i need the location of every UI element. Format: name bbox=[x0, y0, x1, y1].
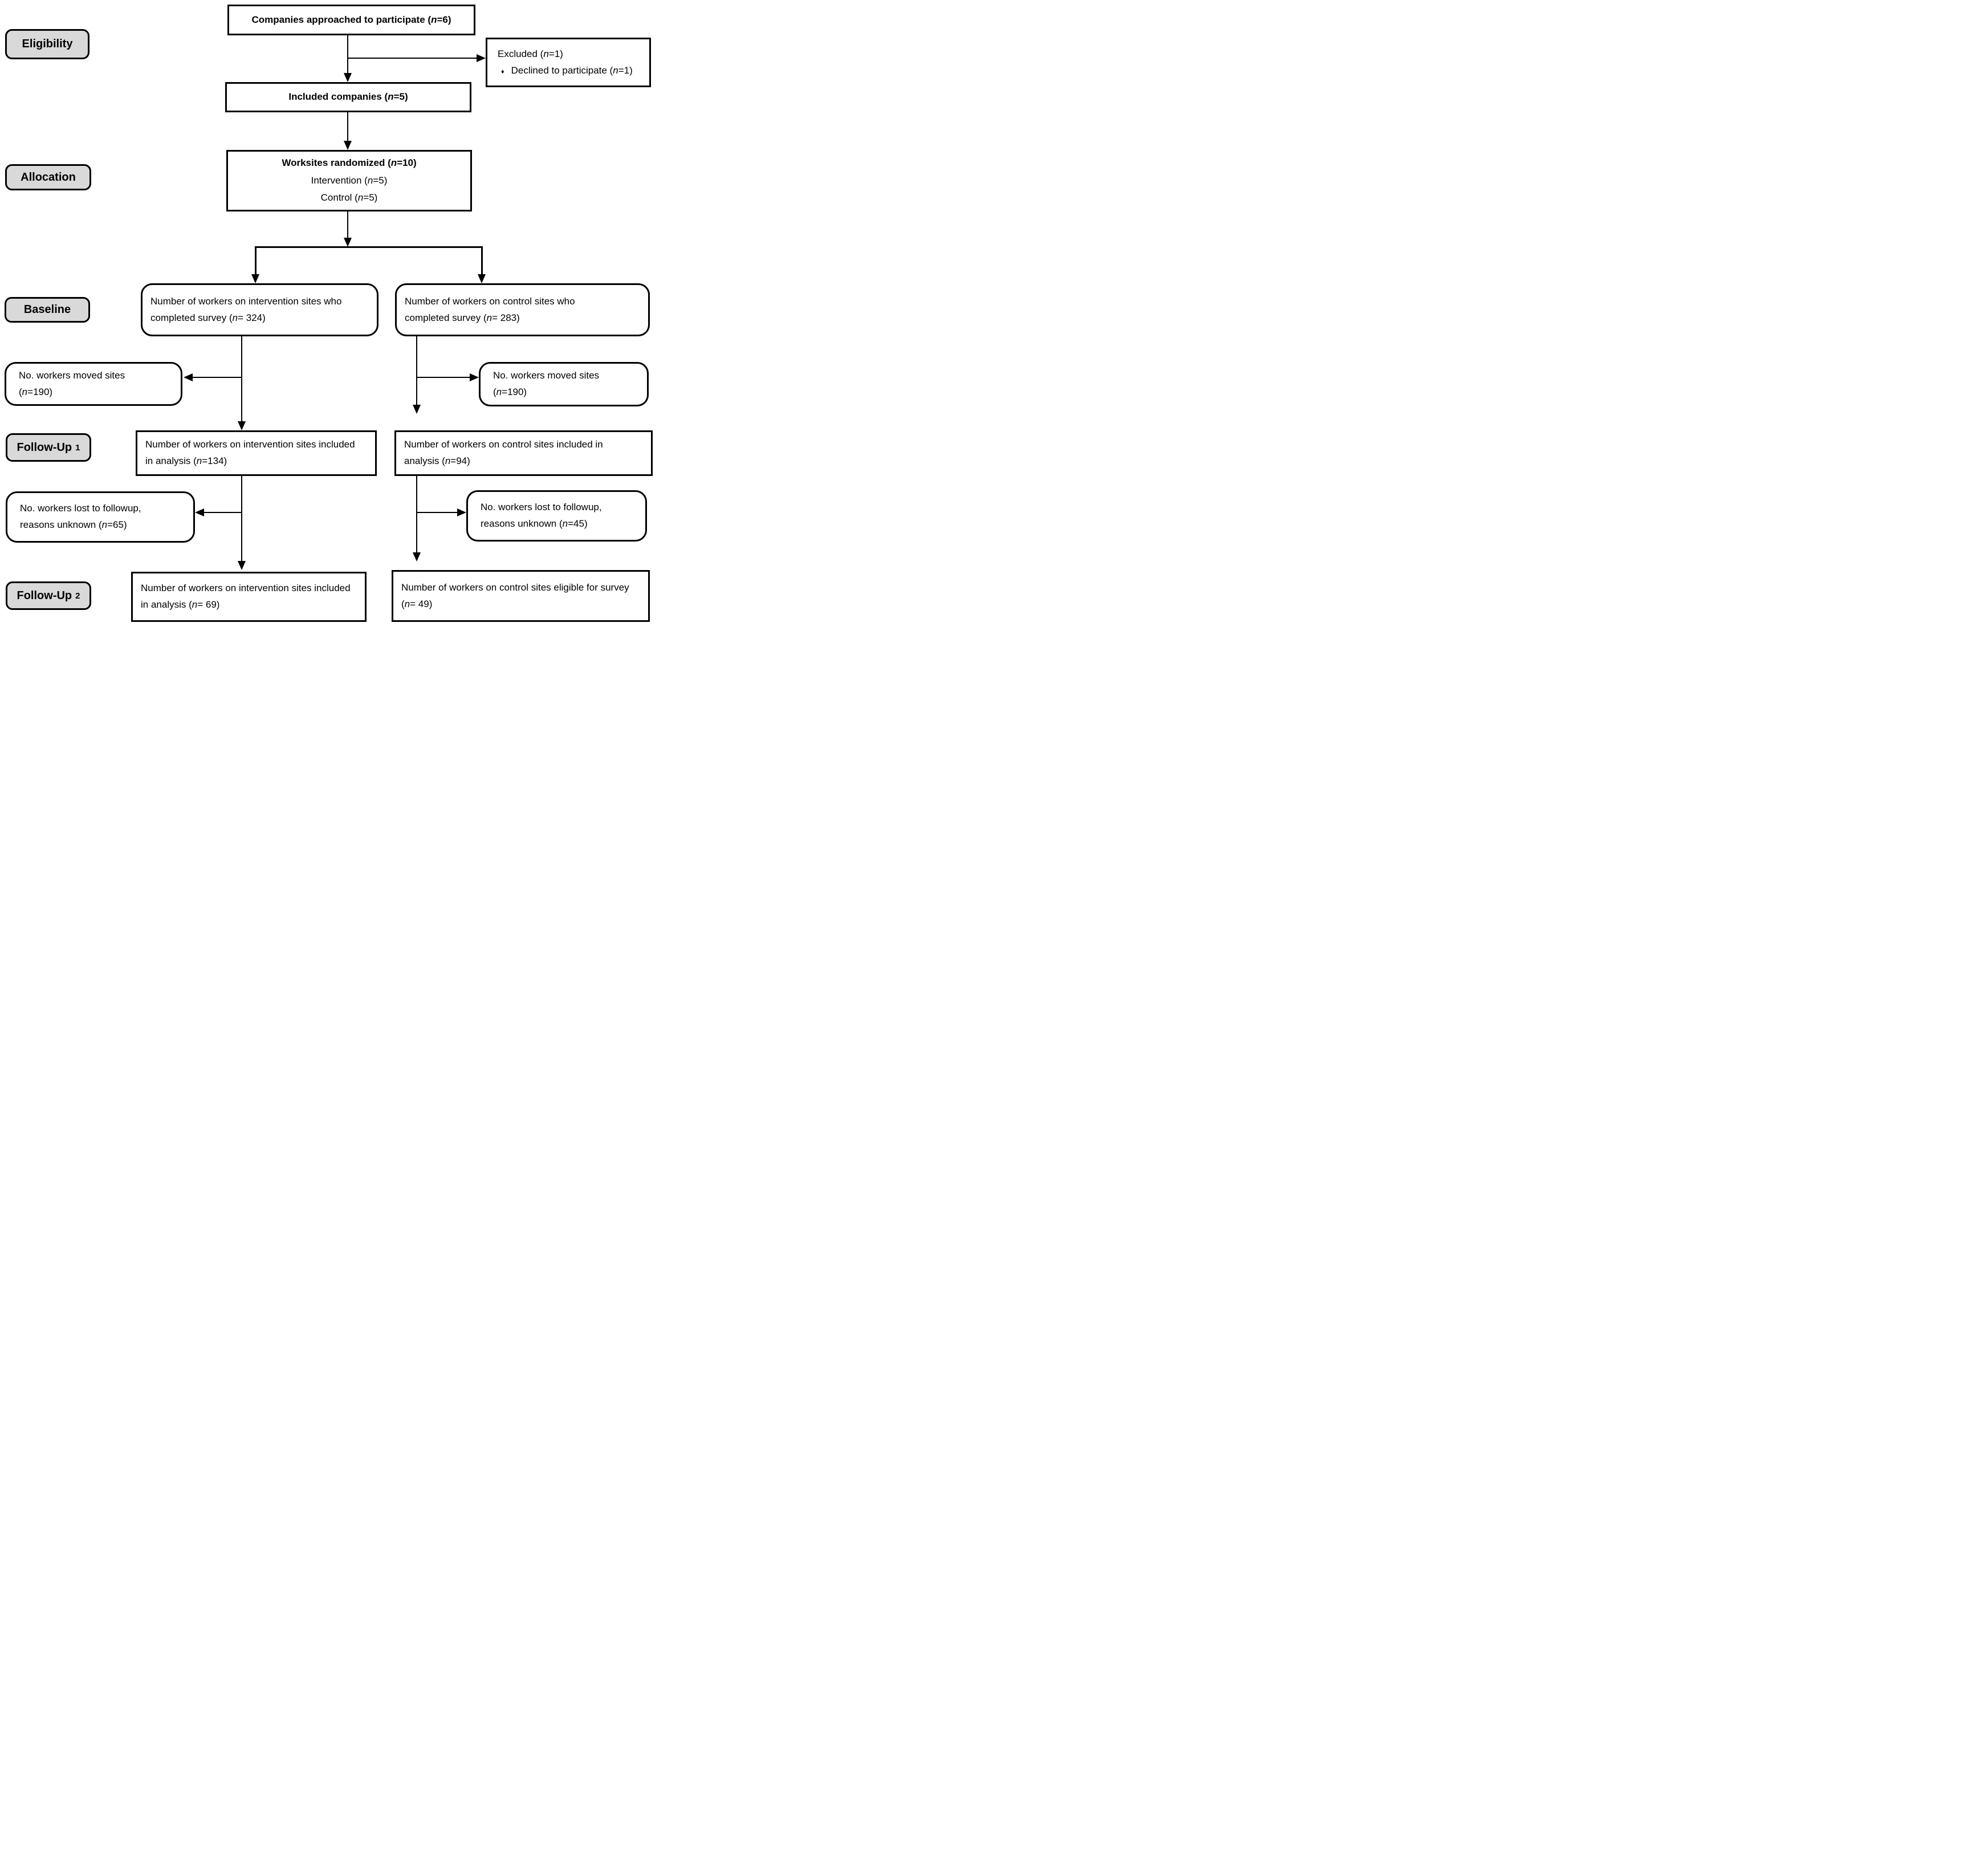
stage-label-text: Follow-Up bbox=[17, 589, 72, 602]
connector-excluded-branch bbox=[348, 58, 477, 59]
arrowhead-randomized-top bbox=[344, 141, 352, 150]
connector-split-horizontal bbox=[255, 246, 483, 248]
stage-label-allocation: Allocation bbox=[5, 164, 91, 190]
node-text: Number of workers on intervention sites … bbox=[145, 439, 355, 466]
node-text: Companies approached to participate (n=6… bbox=[251, 14, 451, 25]
node-baseline-control: Number of workers on control sites who c… bbox=[395, 283, 650, 336]
node-companies-approached: Companies approached to participate (n=6… bbox=[227, 5, 475, 35]
node-followup1-intervention: Number of workers on intervention sites … bbox=[136, 430, 377, 476]
connector-randomized-down bbox=[347, 211, 348, 238]
arrowhead-moved-control-left bbox=[470, 373, 479, 381]
arrowhead-followup1-intervention-top bbox=[238, 421, 246, 430]
excluded-reason-text: Declined to participate (n=1) bbox=[511, 64, 633, 76]
stage-label-number: 2 bbox=[75, 591, 80, 601]
connector-lost-control-branch bbox=[417, 512, 457, 513]
connector-moved-intervention-branch bbox=[192, 377, 242, 378]
arrowhead-baseline-intervention-top bbox=[251, 274, 259, 283]
node-followup2-intervention: Number of workers on intervention sites … bbox=[131, 572, 367, 622]
consort-diagram: Eligibility Allocation Baseline Follow-U… bbox=[0, 0, 658, 625]
stage-label-text: Eligibility bbox=[22, 38, 73, 50]
node-moved-sites-intervention: No. workers moved sites (n=190) bbox=[5, 362, 182, 406]
node-followup1-control: Number of workers on control sites inclu… bbox=[394, 430, 653, 476]
stage-label-baseline: Baseline bbox=[5, 297, 90, 323]
node-text: Included companies (n=5) bbox=[288, 91, 408, 103]
node-text: Number of workers on control sites eligi… bbox=[401, 581, 629, 609]
connector-split-left-down bbox=[255, 246, 257, 275]
node-included-companies: Included companies (n=5) bbox=[225, 82, 471, 112]
randomized-control-line: Control (n=5) bbox=[320, 192, 378, 204]
arrowhead-followup2-control-top bbox=[413, 552, 421, 561]
randomized-title: Worksites randomized (n=10) bbox=[282, 157, 417, 169]
connector-baseline-intervention-down bbox=[241, 336, 242, 421]
node-excluded: Excluded (n=1) ♦ Declined to participate… bbox=[486, 38, 651, 87]
arrowhead-followup2-intervention-top bbox=[238, 561, 246, 570]
node-text: Number of workers on control sites inclu… bbox=[404, 439, 603, 466]
node-lost-followup-intervention: No. workers lost to followup, reasons un… bbox=[6, 491, 195, 543]
randomized-intervention-line: Intervention (n=5) bbox=[311, 174, 388, 186]
arrowhead-excluded-left bbox=[477, 54, 486, 62]
node-text: No. workers lost to followup, reasons un… bbox=[20, 503, 141, 530]
stage-label-number: 1 bbox=[75, 442, 80, 453]
node-text: Number of workers on intervention sites … bbox=[141, 583, 351, 610]
stage-label-text: Follow-Up bbox=[17, 441, 72, 454]
arrowhead-lost-control-left bbox=[457, 508, 466, 516]
node-moved-sites-control: No. workers moved sites (n=190) bbox=[479, 362, 649, 406]
node-baseline-intervention: Number of workers on intervention sites … bbox=[141, 283, 378, 336]
connector-followup1-intervention-down bbox=[241, 476, 242, 561]
connector-approached-down bbox=[347, 35, 348, 74]
stage-label-text: Allocation bbox=[21, 170, 76, 184]
arrowhead-baseline-control-top bbox=[478, 274, 486, 283]
connector-included-down bbox=[347, 112, 348, 141]
node-text: Number of workers on control sites who c… bbox=[405, 295, 575, 323]
arrowhead-followup1-control-top bbox=[413, 405, 421, 414]
connector-split-right-down bbox=[481, 246, 483, 275]
node-text: Number of workers on intervention sites … bbox=[150, 295, 342, 323]
node-text: No. workers moved sites (n=190) bbox=[493, 370, 600, 397]
stage-label-eligibility: Eligibility bbox=[5, 29, 89, 59]
connector-moved-control-branch bbox=[417, 377, 470, 378]
connector-baseline-control-down bbox=[416, 336, 417, 405]
arrowhead-lost-intervention-right bbox=[195, 508, 204, 516]
node-lost-followup-control: No. workers lost to followup, reasons un… bbox=[466, 490, 647, 542]
excluded-title: Excluded (n=1) bbox=[498, 48, 563, 59]
node-text: No. workers moved sites (n=190) bbox=[19, 369, 125, 397]
excluded-reason: ♦ Declined to participate (n=1) bbox=[498, 63, 646, 79]
node-worksites-randomized: Worksites randomized (n=10) Intervention… bbox=[226, 150, 472, 211]
node-text: No. workers lost to followup, reasons un… bbox=[481, 502, 602, 529]
arrowhead-moved-intervention-right bbox=[184, 373, 193, 381]
arrowhead-split-center bbox=[344, 238, 352, 247]
stage-label-text: Baseline bbox=[23, 303, 71, 316]
arrowhead-included-top bbox=[344, 73, 352, 82]
node-followup2-control: Number of workers on control sites eligi… bbox=[392, 570, 650, 622]
diamond-bullet-icon: ♦ bbox=[501, 68, 504, 75]
connector-lost-intervention-branch bbox=[203, 512, 242, 513]
connector-followup1-control-down bbox=[416, 476, 417, 552]
